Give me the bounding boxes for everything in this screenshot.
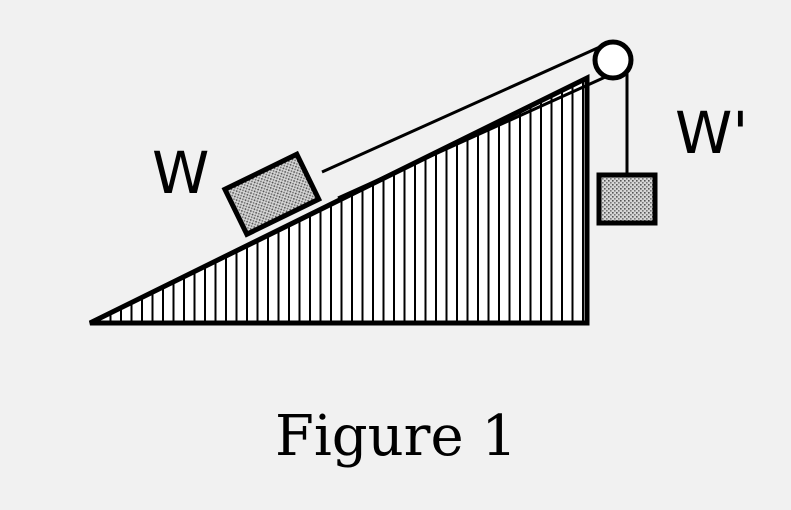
label-w: W: [152, 139, 209, 207]
pulley: [592, 39, 634, 81]
block-w: [221, 150, 323, 238]
block-w-prime: [596, 172, 658, 226]
label-w-prime: W': [675, 99, 748, 167]
rope: [321, 44, 629, 200]
figure-caption: Figure 1: [275, 404, 517, 469]
